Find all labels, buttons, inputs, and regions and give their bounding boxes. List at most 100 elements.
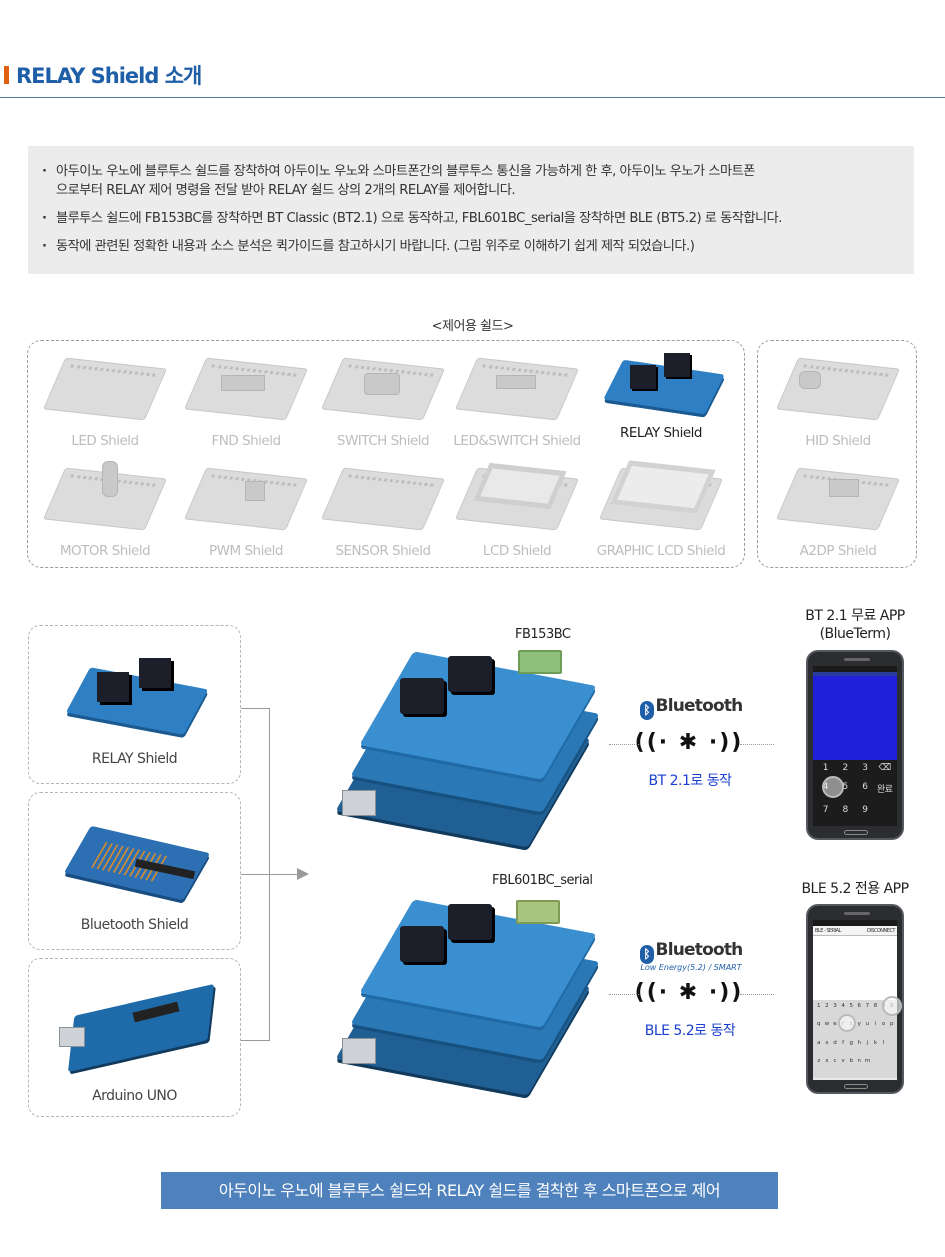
- control-shield-panel: LED Shield FND Shield SWITCH Shield LED&…: [27, 340, 745, 568]
- key: y: [857, 1021, 861, 1028]
- shield-label: LED&SWITCH Shield: [453, 433, 581, 449]
- key: 6: [862, 782, 868, 793]
- smartphone-ble-serial: BLE - SERIAL DISCONNECT 1234567890 qwert…: [806, 904, 904, 1094]
- shield-image: [183, 463, 309, 535]
- usb-port: [342, 1038, 376, 1064]
- key: p: [889, 1021, 894, 1028]
- app-name: BLE 5.2 전용 APP: [801, 881, 909, 897]
- app-header-title: BLE - SERIAL: [815, 928, 841, 934]
- key: k: [873, 1039, 877, 1046]
- shield-image: [775, 353, 901, 425]
- bt-mode-label: BT 2.1로 동작: [648, 773, 732, 789]
- key: 1: [817, 1003, 821, 1009]
- shield-label: RELAY Shield: [620, 425, 702, 441]
- shield-label: HID Shield: [805, 433, 871, 449]
- component-bluetooth-shield: Bluetooth Shield: [28, 792, 241, 950]
- key: 완료: [876, 785, 893, 796]
- shield-fnd: FND Shield: [181, 353, 311, 449]
- shield-label: FND Shield: [211, 433, 281, 449]
- info-box: 아두이노 우노에 블루투스 쉴드를 장착하여 아두이노 우노와 스마트폰간의 블…: [28, 146, 914, 274]
- tap-finger-icon: [822, 776, 844, 798]
- relay-shield-image: [65, 656, 209, 736]
- shield-label: LCD Shield: [482, 543, 552, 559]
- shield-lcd: LCD Shield: [452, 462, 582, 559]
- summary-banner: 아두이노 우노에 블루투스 쉴드와 RELAY 쉴드를 결착한 후 스마트폰으로…: [161, 1172, 778, 1209]
- shield-label: A2DP Shield: [799, 543, 877, 559]
- key: n: [857, 1057, 862, 1064]
- key: e: [833, 1021, 837, 1028]
- key: d: [833, 1039, 837, 1046]
- key: b: [849, 1057, 853, 1064]
- info-bullet-line: 아두이노 우노에 블루투스 쉴드를 장착하여 아두이노 우노와 스마트폰간의 블…: [56, 164, 755, 179]
- key: f: [842, 1039, 844, 1046]
- app-label: BT 2.1 무료 APP (BlueTerm): [790, 607, 920, 643]
- bluetooth-icon: ᛒ: [639, 701, 654, 720]
- key: j: [866, 1039, 869, 1046]
- header-accent-bar: [4, 66, 9, 84]
- arduino-uno-image: [59, 983, 219, 1080]
- key: 8: [873, 1003, 878, 1009]
- bracket-line: [269, 708, 270, 1041]
- shield-label: SWITCH Shield: [336, 433, 430, 449]
- tap-finger-icon: [838, 1014, 856, 1032]
- module-label: FB153BC: [515, 627, 571, 642]
- bluetooth-logo-word: Bluetooth: [655, 696, 744, 716]
- key: u: [865, 1021, 870, 1028]
- info-bullet-line: 블루투스 쉴드에 FB153BC를 장착하면 BT Classic (BT2.1…: [56, 211, 783, 226]
- bluetooth-icon: ᛒ: [639, 945, 654, 964]
- info-bullet: 아두이노 우노에 블루투스 쉴드를 장착하여 아두이노 우노와 스마트폰간의 블…: [42, 162, 914, 200]
- tap-finger-icon: [882, 996, 902, 1016]
- terminal-area: [813, 676, 897, 760]
- key: 7: [865, 1003, 870, 1009]
- shield-a2dp: A2DP Shield: [773, 463, 903, 559]
- key: s: [825, 1039, 828, 1046]
- shield-label: LED Shield: [71, 433, 139, 449]
- bracket-line: [241, 708, 269, 709]
- key: o: [881, 1021, 885, 1028]
- dotted-connector: [740, 744, 774, 745]
- component-arduino-uno: Arduino UNO: [28, 958, 241, 1117]
- info-bullet: 동작에 관련된 정확한 내용과 소스 분석은 퀵가이드를 참고하시기 바랍니다.…: [42, 237, 914, 256]
- shield-led: LED Shield: [40, 353, 170, 449]
- shield-label: MOTOR Shield: [59, 543, 151, 559]
- key: 2: [842, 763, 849, 773]
- shield-label: SENSOR Shield: [335, 543, 431, 559]
- dotted-connector: [609, 744, 639, 745]
- smartphone-blueterm: 1 2 3 ⌫ 4 5 6 완료 7 8 9: [806, 650, 904, 840]
- assembly-bt21: [335, 650, 600, 850]
- app-header: BLE - SERIAL DISCONNECT: [813, 926, 897, 936]
- key: 4: [841, 1003, 845, 1009]
- shield-image: [602, 345, 725, 425]
- key: x: [825, 1057, 829, 1064]
- key: 3: [862, 763, 868, 773]
- disconnect-button[interactable]: DISCONNECT: [866, 928, 896, 934]
- shield-image: [320, 353, 446, 425]
- shield-image: [454, 462, 580, 535]
- relay-component: [400, 926, 444, 962]
- key: a: [817, 1039, 820, 1046]
- relay-component: [400, 678, 444, 714]
- key: 5: [849, 1003, 853, 1009]
- shield-image: [454, 353, 580, 425]
- shield-sensor: SENSOR Shield: [318, 463, 448, 559]
- key: 8: [842, 804, 849, 815]
- section-header: RELAY Shield 소개: [0, 58, 945, 98]
- shield-relay: RELAY Shield: [596, 345, 726, 441]
- key: 3: [833, 1003, 837, 1009]
- info-bullet: 블루투스 쉴드에 FB153BC를 장착하면 BT Classic (BT2.1…: [42, 209, 914, 228]
- shield-graphic-lcd: GRAPHIC LCD Shield: [596, 460, 726, 559]
- key: l: [882, 1039, 885, 1046]
- info-bullet-line: 동작에 관련된 정확한 내용과 소스 분석은 퀵가이드를 참고하시기 바랍니다.…: [56, 239, 695, 254]
- key: g: [849, 1039, 853, 1046]
- wireless-signal-icon: ((· ✱ ·)): [634, 730, 744, 755]
- shield-led-switch: LED&SWITCH Shield: [452, 353, 582, 449]
- shield-image: [598, 460, 724, 535]
- key: [875, 805, 894, 823]
- relay-component: [448, 656, 492, 692]
- hid-a2dp-panel: HID Shield A2DP Shield: [757, 340, 917, 568]
- phone-screen: BLE - SERIAL DISCONNECT 1234567890 qwert…: [813, 920, 897, 1080]
- bluetooth-logo-sub: Low Energy(5.2) / SMART: [640, 963, 742, 972]
